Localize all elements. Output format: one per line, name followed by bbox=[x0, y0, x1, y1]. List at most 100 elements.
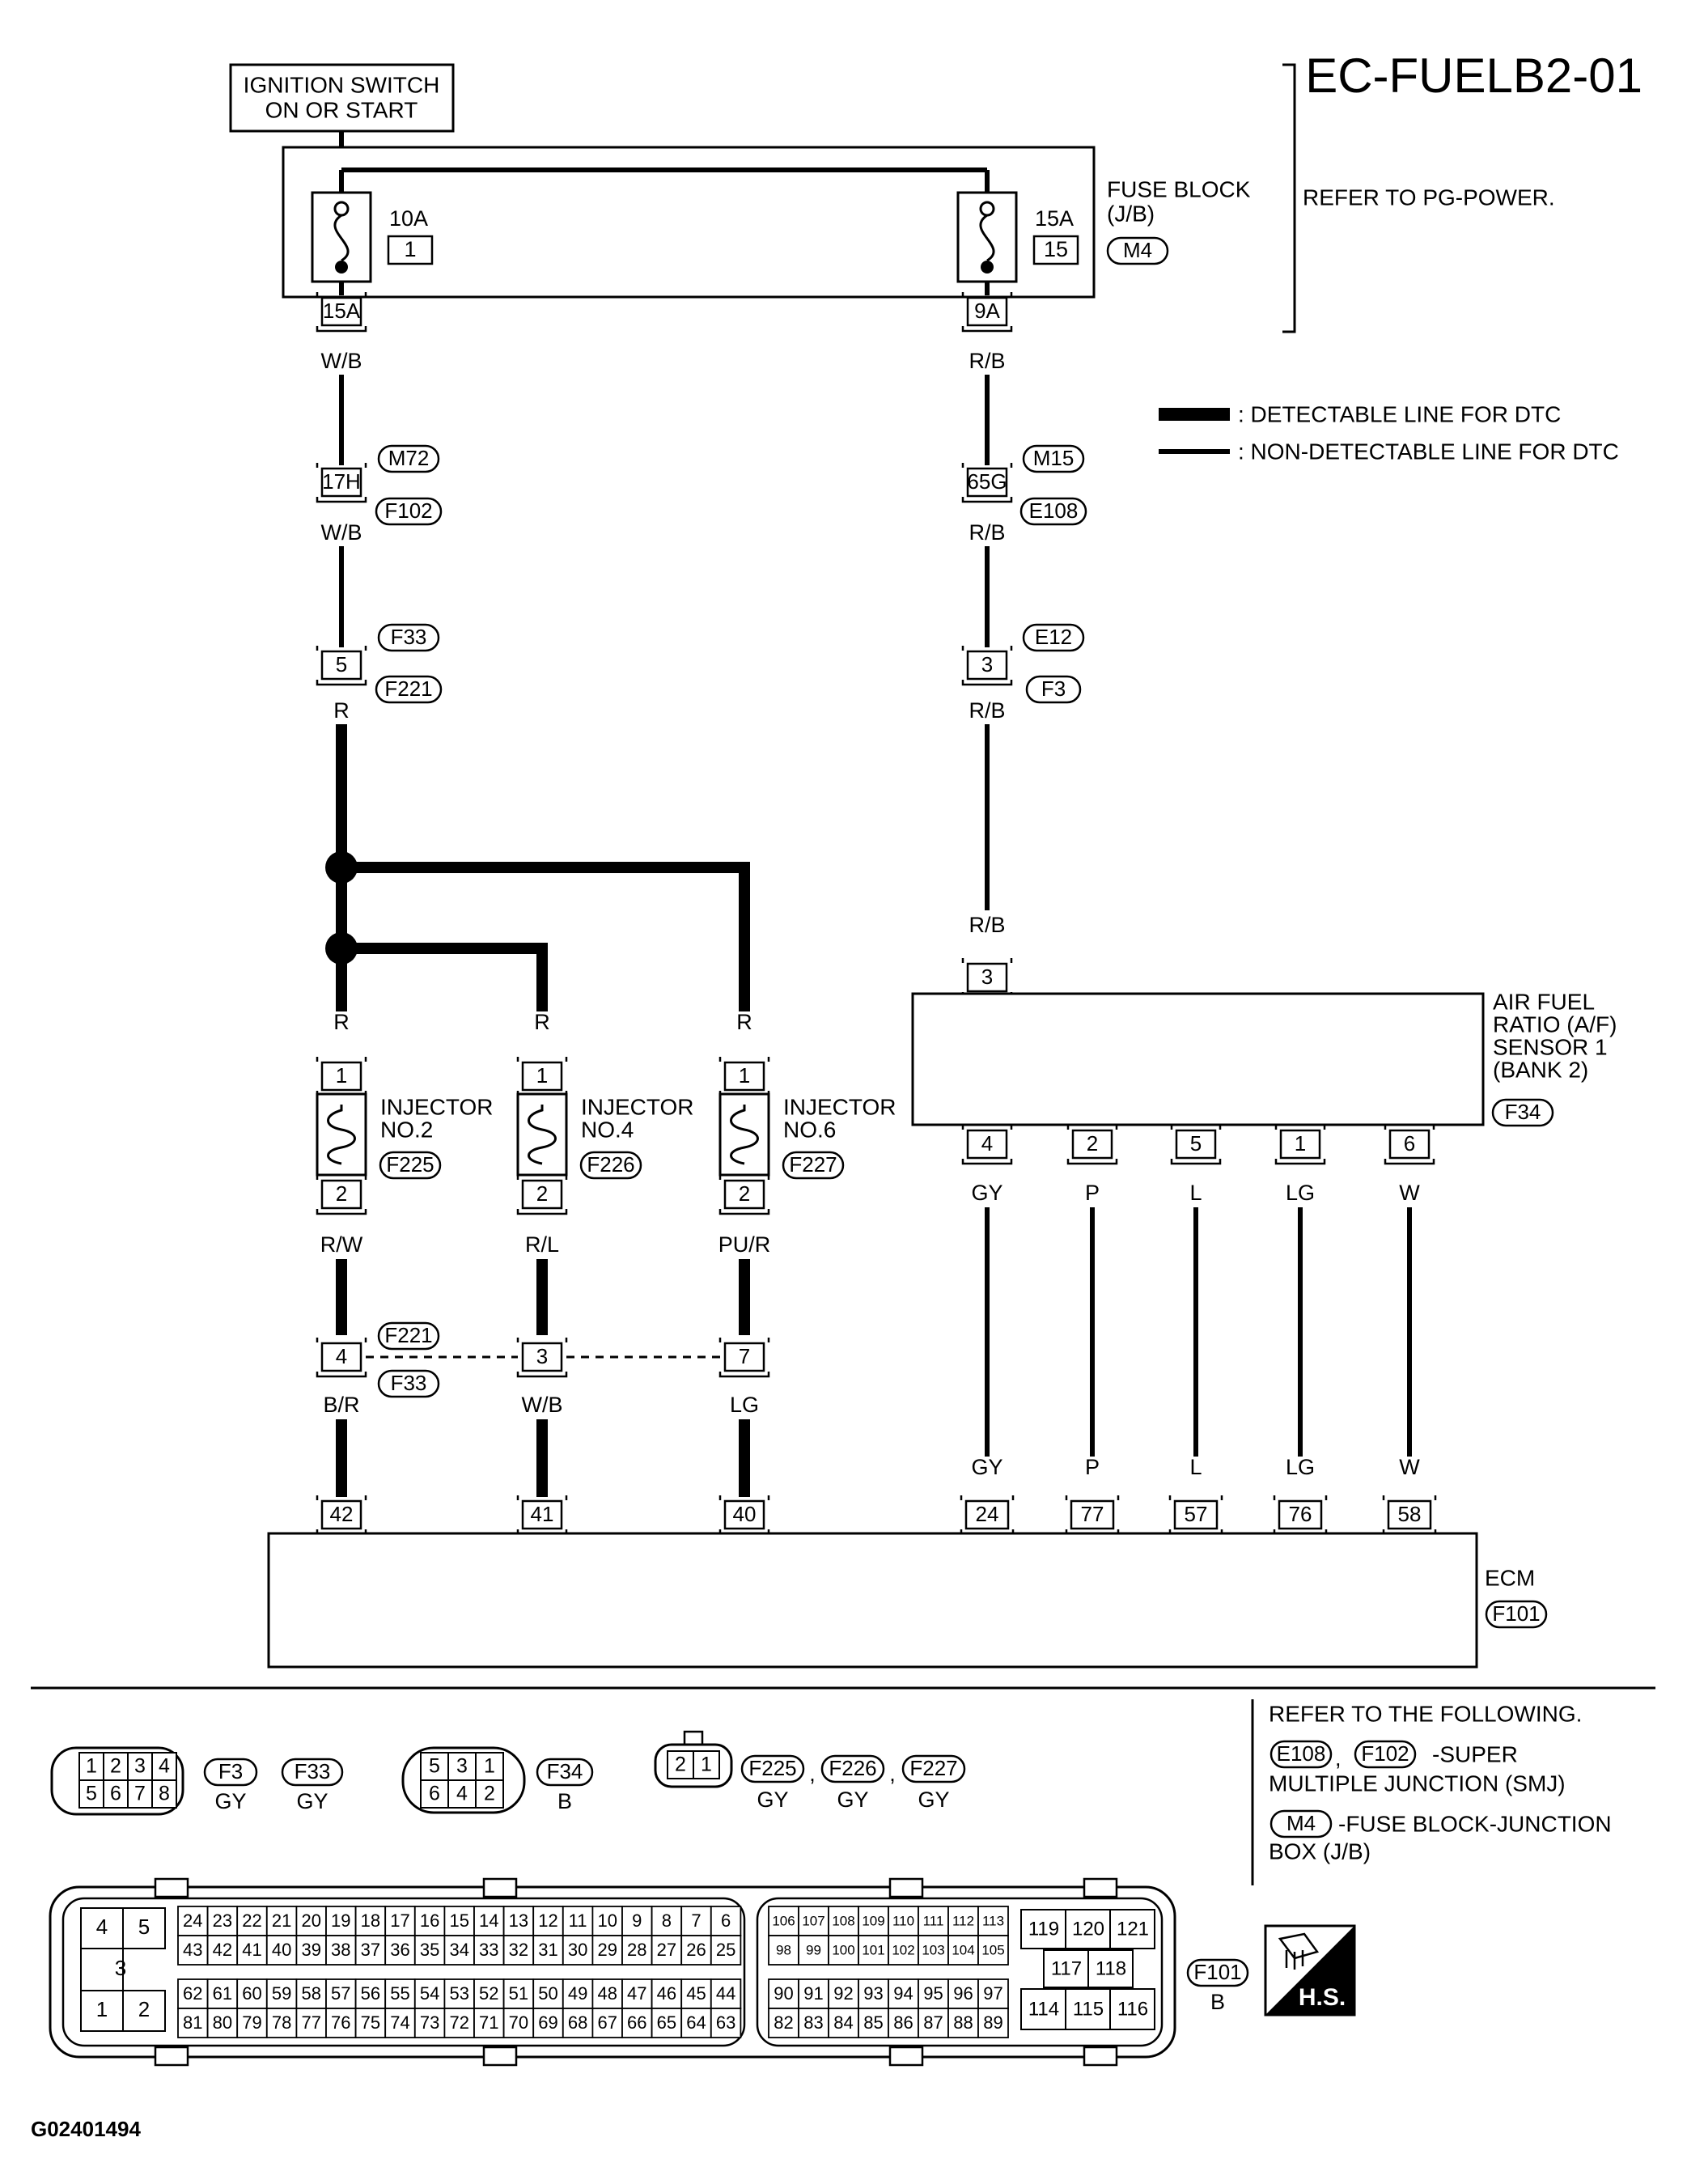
af-pin-2-label: 5 bbox=[1190, 1131, 1202, 1156]
ecm-g2-pin-3-6: 88 bbox=[953, 2012, 973, 2033]
ecm-g1-cell-1-9 bbox=[443, 1935, 475, 1966]
ecm-g1-pin-3-10: 71 bbox=[479, 2012, 498, 2033]
ecm-g1-pin-2-1: 61 bbox=[213, 1983, 232, 2004]
ecm-g2-pin-1-0: 98 bbox=[776, 1942, 791, 1957]
ecm-g1-cell-3-10 bbox=[473, 2008, 505, 2038]
ecm-g2-pin-0-7: 113 bbox=[982, 1913, 1004, 1928]
ecm-g1-cell-1-13 bbox=[562, 1935, 594, 1966]
ecm-conn-bottom-key-0 bbox=[154, 2046, 189, 2067]
ecm-g3-r1-cell-0 bbox=[1020, 1909, 1066, 1949]
refer-pg-power: REFER TO PG-POWER. bbox=[1303, 184, 1555, 210]
ecm-g2-cell-2-2 bbox=[828, 1978, 859, 2009]
ecm-g1-cell-1-3 bbox=[265, 1935, 298, 1966]
c8-color-1: GY bbox=[214, 1789, 246, 1813]
injector-1-pin-in-box bbox=[521, 1061, 563, 1092]
ecm-g1-pin-2-18: 44 bbox=[716, 1983, 735, 2004]
ecm-left-r3-pin-1: 2 bbox=[138, 1997, 150, 2021]
injector-0-wire-ecm-color: B/R bbox=[323, 1393, 359, 1417]
ecm-g1-cell-0-18 bbox=[710, 1906, 742, 1936]
left-jct1-top-connector-label: M72 bbox=[388, 446, 430, 470]
af-pin-3-wire-top: LG bbox=[1286, 1181, 1315, 1205]
ecm-g1-pin-0-15: 9 bbox=[632, 1910, 642, 1931]
c6-id-label: F34 bbox=[547, 1759, 583, 1783]
fuse-left-terminal-label: 15A bbox=[323, 299, 361, 323]
af-pin-0-ecm-pin-label: 24 bbox=[976, 1502, 999, 1526]
af-pin-3 bbox=[1274, 1125, 1326, 1165]
ecm-g1-cell-1-11 bbox=[502, 1935, 535, 1966]
c2-id-0 bbox=[740, 1754, 805, 1783]
ecm-g2-pin-1-6: 104 bbox=[952, 1942, 974, 1957]
left-jct2-top-connector bbox=[377, 623, 440, 652]
ecm-g2-cell-2-1 bbox=[798, 1978, 829, 2009]
ecm-g2-pin-0-3: 109 bbox=[862, 1913, 884, 1928]
ecm-g1-pin-2-10: 52 bbox=[479, 1983, 498, 2004]
ecm-g1-pin-3-16: 65 bbox=[657, 2012, 676, 2033]
c8-cell-bottom-0 bbox=[78, 1779, 104, 1809]
af-sensor-supply-pin-box bbox=[966, 962, 1008, 993]
injector-0-pin-in-label: 1 bbox=[336, 1063, 347, 1088]
c8-pin-top-0: 1 bbox=[86, 1755, 97, 1778]
injector-2-connector bbox=[782, 1151, 845, 1180]
ecm-g1-pin-1-6: 37 bbox=[361, 1940, 380, 1960]
c8-cell-top-3 bbox=[151, 1752, 177, 1781]
fuse-right-terminal-box bbox=[966, 296, 1008, 327]
refer-text-3: -FUSE BLOCK-JUNCTION bbox=[1338, 1811, 1612, 1836]
fuse-left-element bbox=[333, 214, 350, 262]
ecm-conn-id-label: F101 bbox=[1193, 1960, 1241, 1984]
ecm-conn-top-key-0 bbox=[154, 1877, 189, 1898]
right-jct1-top-connector bbox=[1022, 444, 1085, 473]
ecm-g1-pin-3-6: 75 bbox=[361, 2012, 380, 2033]
ecm-g3-r3-cell-2 bbox=[1109, 1988, 1155, 2030]
injector-0-pin-out-clip bbox=[316, 1175, 367, 1215]
ecm-g1-pin-2-16: 46 bbox=[657, 1983, 676, 2004]
ecm-g1-cell-3-13 bbox=[562, 2008, 594, 2038]
af-sensor-supply-pin-label: 3 bbox=[981, 965, 993, 989]
ignition-switch-box bbox=[229, 63, 455, 133]
injector-junction-bottom-connector-label: F33 bbox=[391, 1371, 427, 1395]
ecm-g1-pin-2-13: 49 bbox=[568, 1983, 587, 2004]
ecm-g1-pin-1-7: 36 bbox=[390, 1940, 409, 1960]
ecm-g1-pin-2-12: 50 bbox=[538, 1983, 557, 2004]
c8-pin-top-1: 2 bbox=[110, 1755, 121, 1778]
ecm-g2-pin-1-5: 103 bbox=[922, 1942, 944, 1957]
injector-junction-top-connector bbox=[377, 1321, 440, 1351]
injector-2-pin-out-clip bbox=[718, 1175, 770, 1215]
ecm-g2-pin-1-2: 100 bbox=[832, 1942, 854, 1957]
ecm-g2-pin-3-7: 89 bbox=[983, 2012, 1002, 2033]
ecm-g2-pin-2-7: 97 bbox=[983, 1983, 1002, 2004]
left-jct2-bottom-connector bbox=[375, 675, 443, 704]
injector-2-number: NO.6 bbox=[783, 1117, 836, 1142]
right-jct2-bottom-connector-label: F3 bbox=[1041, 676, 1066, 701]
ecm-g1-cell-2-6 bbox=[354, 1978, 387, 2009]
right-jct2-top-connector bbox=[1022, 623, 1085, 652]
injector-1-pin-out-label: 2 bbox=[536, 1181, 548, 1206]
injector-0-ecm-pin-label: 42 bbox=[330, 1502, 354, 1526]
ecm-connector bbox=[1485, 1600, 1548, 1629]
injector-1-pin-in-label: 1 bbox=[536, 1063, 548, 1088]
left-jct2-bottom-connector-label: F221 bbox=[384, 676, 432, 701]
right-jct2-pin bbox=[961, 646, 1013, 686]
ecm-g1-pin-3-13: 68 bbox=[568, 2012, 587, 2033]
injector-2-wire-in: R bbox=[736, 1010, 752, 1034]
ecm-g1-cell-3-7 bbox=[384, 2008, 416, 2038]
fuse-right-terminal-clip bbox=[961, 292, 1013, 333]
ecm-g1-pin-1-14: 29 bbox=[597, 1940, 617, 1960]
ecm-g1-cell-2-7 bbox=[384, 1978, 416, 2009]
ecm-g1-pin-0-8: 16 bbox=[420, 1910, 439, 1931]
injector-2-jct-pin-box bbox=[723, 1342, 765, 1372]
ecm-g1-pin-3-14: 67 bbox=[597, 2012, 617, 2033]
ecm-connector-label: F101 bbox=[1492, 1601, 1540, 1626]
injector-0-name: INJECTOR bbox=[380, 1094, 494, 1119]
ecm-g2-cell-0-6 bbox=[947, 1906, 979, 1936]
ecm-g1-pin-2-5: 57 bbox=[331, 1983, 350, 2004]
af-pin-1-ecm-pin-box bbox=[1070, 1499, 1115, 1530]
c6-pin-top-1: 3 bbox=[456, 1755, 468, 1778]
ecm-g2-pin-0-0: 106 bbox=[772, 1913, 795, 1928]
refer-connector-1 bbox=[1269, 1740, 1333, 1769]
ecm-g2-pin-3-0: 82 bbox=[774, 2012, 793, 2033]
af-pin-4-label: 6 bbox=[1404, 1131, 1415, 1156]
hs-badge-icon bbox=[1278, 1932, 1320, 1970]
ecm-g2-pin-2-3: 93 bbox=[863, 1983, 883, 2004]
left-jct2-top-connector-label: F33 bbox=[391, 625, 427, 649]
ecm-g2-cell-0-2 bbox=[828, 1906, 859, 1936]
